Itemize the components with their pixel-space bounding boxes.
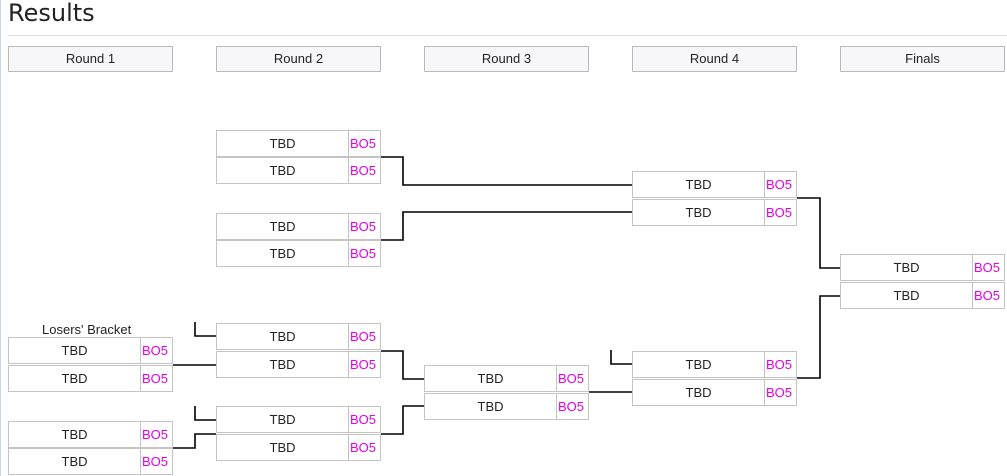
connector-line [381, 156, 632, 186]
team-name: TBD [9, 449, 141, 474]
best-of-label: BO5 [766, 205, 793, 220]
best-of-label: BO5 [558, 399, 585, 414]
team-name: TBD [425, 366, 557, 391]
team-name: TBD [9, 366, 141, 391]
best-of-label: BO5 [350, 357, 377, 372]
round-header-2: Round 2 [216, 46, 381, 72]
team-name: TBD [633, 352, 765, 377]
team-name: TBD [217, 241, 349, 266]
team-name: TBD [217, 324, 349, 349]
team-name: TBD [9, 422, 141, 447]
connector-line [173, 433, 216, 449]
best-of-label: BO5 [558, 371, 585, 386]
connector-line [194, 406, 216, 421]
best-of-label: BO5 [350, 136, 377, 151]
losers-bracket-label: Losers' Bracket [42, 322, 132, 337]
connector-line [194, 322, 216, 337]
best-of-label: BO5 [350, 246, 377, 261]
team-name: TBD [217, 131, 349, 156]
round-header-3: Round 3 [424, 46, 589, 72]
team-name: TBD [217, 435, 349, 460]
title-divider [8, 35, 1007, 36]
best-of-label: BO5 [350, 163, 377, 178]
best-of-label: BO5 [974, 288, 1001, 303]
best-of-label: BO5 [142, 343, 169, 358]
connector-line [381, 405, 424, 435]
team-name: TBD [217, 214, 349, 239]
connector-line [381, 211, 632, 241]
best-of-label: BO5 [142, 371, 169, 386]
connector-line [381, 350, 424, 380]
best-of-label: BO5 [350, 440, 377, 455]
team-name: TBD [425, 394, 557, 419]
best-of-label: BO5 [766, 357, 793, 372]
team-name: TBD [217, 158, 349, 183]
team-name: TBD [633, 200, 765, 225]
team-name: TBD [841, 283, 973, 308]
best-of-label: BO5 [142, 427, 169, 442]
best-of-label: BO5 [350, 412, 377, 427]
team-name: TBD [9, 338, 141, 363]
round-header-1: Round 1 [8, 46, 173, 72]
connector-line [797, 197, 840, 269]
left-edge-border [0, 0, 1, 476]
connector-line [797, 295, 840, 379]
best-of-label: BO5 [350, 329, 377, 344]
team-name: TBD [633, 172, 765, 197]
connector-line [610, 350, 632, 365]
best-of-label: BO5 [766, 385, 793, 400]
team-name: TBD [841, 255, 973, 280]
team-name: TBD [217, 352, 349, 377]
best-of-label: BO5 [350, 219, 377, 234]
round-header-4: Round 4 [632, 46, 797, 72]
best-of-label: BO5 [142, 454, 169, 469]
team-name: TBD [633, 380, 765, 405]
team-name: TBD [217, 407, 349, 432]
best-of-label: BO5 [766, 177, 793, 192]
round-header-finals: Finals [840, 46, 1005, 72]
best-of-label: BO5 [974, 260, 1001, 275]
page-title: Results [8, 0, 95, 27]
